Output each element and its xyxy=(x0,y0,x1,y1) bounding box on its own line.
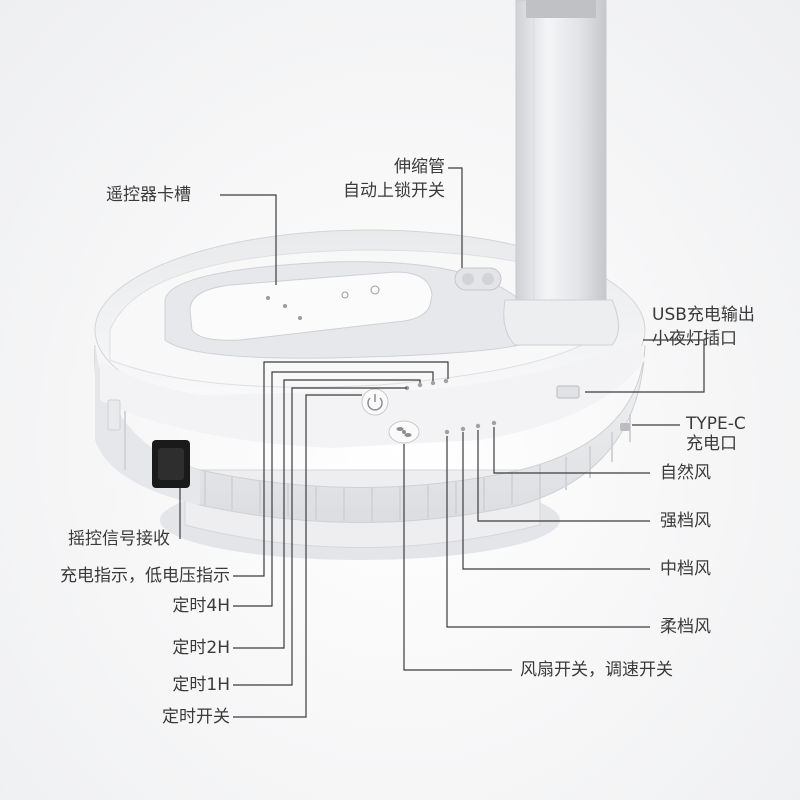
leader-lines xyxy=(179,167,705,718)
label-remote-slot: 遥控器卡槽 xyxy=(106,185,191,205)
label-fan-switch: 风扇开关，调速开关 xyxy=(520,660,673,680)
telescopic-pole xyxy=(515,0,607,346)
label-medium-wind: 中档风 xyxy=(660,559,711,579)
label-timer-2h: 定时2H xyxy=(172,638,230,658)
label-soft-wind: 柔档风 xyxy=(660,617,711,637)
rim-ribs xyxy=(124,400,631,521)
lock-switch-knob xyxy=(462,273,474,285)
lock-switch-knob-2 xyxy=(482,273,494,285)
label-typec-2: 充电口 xyxy=(686,434,737,454)
label-telescopic-2: 自动上锁开关 xyxy=(343,181,445,201)
label-natural-wind: 自然风 xyxy=(660,463,711,483)
label-usb-1: USB充电输出 xyxy=(652,305,755,325)
lock-switch xyxy=(454,267,502,291)
timer-leds xyxy=(404,378,449,391)
label-telescopic-1: 伸缩管 xyxy=(394,157,445,177)
remote-buttons xyxy=(266,285,380,320)
fan-icon xyxy=(396,427,412,437)
label-usb-2: 小夜灯插口 xyxy=(652,329,737,349)
label-timer-4h: 定时4H xyxy=(172,596,230,616)
label-remote-receiver: 摇控信号接收 xyxy=(68,529,170,549)
usb-port xyxy=(556,385,580,399)
side-logo xyxy=(107,399,121,431)
typec-port xyxy=(620,423,630,431)
ir-receiver-window xyxy=(158,448,184,480)
label-charge-indicator: 充电指示，低电压指示 xyxy=(60,566,230,586)
label-typec-1: TYPE-C xyxy=(686,414,746,434)
speed-leds xyxy=(444,420,497,435)
label-timer-switch: 定时开关 xyxy=(162,707,230,727)
pole-collar xyxy=(503,299,619,346)
label-timer-1h: 定时1H xyxy=(172,675,230,695)
pole-top-joint xyxy=(526,0,596,18)
power-icon xyxy=(367,394,383,411)
label-strong-wind: 强档风 xyxy=(660,511,711,531)
